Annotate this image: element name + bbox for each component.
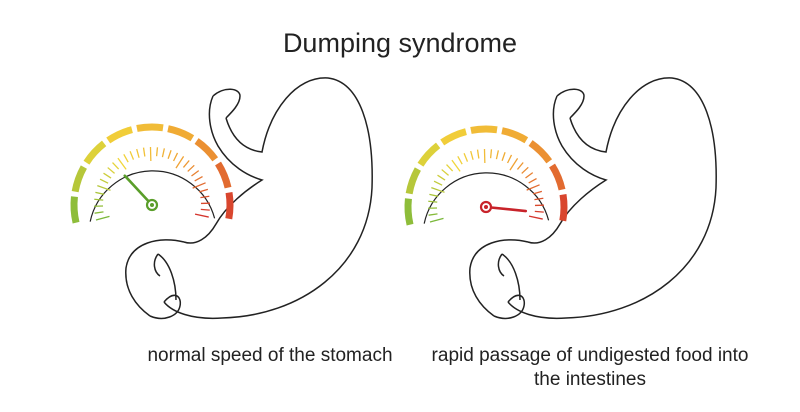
gauge-left-tick <box>112 162 120 170</box>
gauge-right-needle-pivot <box>484 205 488 209</box>
gauge-right-scale-segment <box>404 198 414 226</box>
gauge-left-tick <box>182 160 190 168</box>
diagram-title: Dumping syndrome <box>282 28 518 58</box>
gauge-left-scale-segment <box>194 138 219 162</box>
gauge-right-tick <box>451 159 461 172</box>
gauge-left-scale-segment <box>225 192 234 220</box>
gauge-right-tick <box>429 217 444 223</box>
gauge-left-tick <box>155 147 159 157</box>
gauge-right-scale-segment <box>417 142 441 167</box>
gauge-right-tick <box>521 166 529 174</box>
gauge-left-tick <box>200 208 210 211</box>
gauge-right-scale-segment <box>501 127 529 144</box>
gauge-right-tick <box>533 190 543 195</box>
gauge-right-tick <box>516 162 524 170</box>
gauge-right-scale-segment <box>405 167 421 195</box>
gauge-right-tick <box>525 172 534 179</box>
gauge-left-tick <box>200 195 210 199</box>
gauge-right-tick <box>441 169 449 176</box>
gauge-right-tick <box>534 210 544 213</box>
gauge-left-tick <box>95 191 105 195</box>
gauge-left-tick <box>129 151 135 160</box>
caption-rapid-passage: rapid passage of undigested food into th… <box>431 345 749 390</box>
gauge-right-tick <box>470 150 474 160</box>
gauge-left-scale-segment <box>136 123 164 132</box>
gauge-left-tick <box>191 170 200 177</box>
gauge-left-tick <box>136 148 140 158</box>
gauge-left-tick <box>187 164 195 172</box>
gauge-left-tick <box>142 147 146 157</box>
gauge-right-tick <box>428 200 438 203</box>
stomach-right <box>469 77 717 320</box>
gauge-right-tick <box>495 150 499 160</box>
stomach-left <box>125 77 373 320</box>
gauge-left-tick <box>94 198 104 201</box>
gauge-right-tick <box>463 153 469 162</box>
gauge-left-scale-segment <box>106 126 134 144</box>
gauge-left-scale-segment <box>70 196 80 224</box>
gauge-right-tick <box>431 187 445 193</box>
gauge-left-tick <box>167 150 172 159</box>
gauge-left-tick <box>199 188 209 193</box>
gauge-right-scale-segment <box>440 128 468 146</box>
gauge-left-tick <box>117 157 127 170</box>
gauge-right-needle <box>484 205 528 213</box>
gauge-right-tick <box>476 149 480 159</box>
gauge-right-scale-segment <box>549 163 566 191</box>
gauge-left-tick <box>107 167 115 174</box>
speed-gauge-left <box>70 123 234 224</box>
gauge-right-tick <box>457 156 463 165</box>
gauge-right-tick <box>433 180 443 186</box>
gauge-left-tick <box>94 211 104 214</box>
gauge-left-scale-segment <box>71 165 87 193</box>
gauge-left-scale-segment <box>215 161 232 189</box>
gauge-left-scale-segment <box>167 125 195 142</box>
gauge-left-tick <box>97 185 111 191</box>
gauge-left-tick <box>161 148 165 158</box>
gauge-left-tick <box>95 215 110 221</box>
gauge-left-needle-pivot <box>150 203 154 207</box>
caption-normal-speed: normal speed of the stomach <box>147 345 393 366</box>
gauge-right-scale-segment <box>528 140 553 164</box>
gauge-right-tick <box>509 158 519 171</box>
gauge-right-scale-segment <box>470 125 498 134</box>
gauge-right-tick <box>489 149 493 159</box>
gauge-right-tick <box>501 152 506 161</box>
gauge-left-tick <box>99 178 109 184</box>
gauge-right-tick <box>428 213 438 216</box>
gauge-right-tick <box>534 197 544 201</box>
gauge-left-tick <box>175 156 185 169</box>
gauge-right-tick <box>446 164 454 172</box>
gauge-left-tick <box>123 154 129 163</box>
gauge-right-tick <box>526 184 540 191</box>
gauge-left-tick <box>194 175 203 182</box>
gauge-left-tick <box>192 182 206 189</box>
gauge-left-scale-segment <box>83 140 107 165</box>
gauge-left-tick <box>194 213 209 218</box>
gauge-right-tick <box>506 154 513 164</box>
gauge-right-tick <box>437 174 446 181</box>
gauge-right-tick <box>429 193 439 197</box>
gauge-right-scale-segment <box>559 194 568 222</box>
gauge-left-tick <box>172 152 179 162</box>
gauge-left-tick <box>103 172 112 179</box>
gauge-right-tick <box>528 177 537 184</box>
gauge-right-tick <box>528 215 543 220</box>
speed-gauge-right <box>404 125 568 226</box>
gauge-left-needle <box>123 174 154 207</box>
